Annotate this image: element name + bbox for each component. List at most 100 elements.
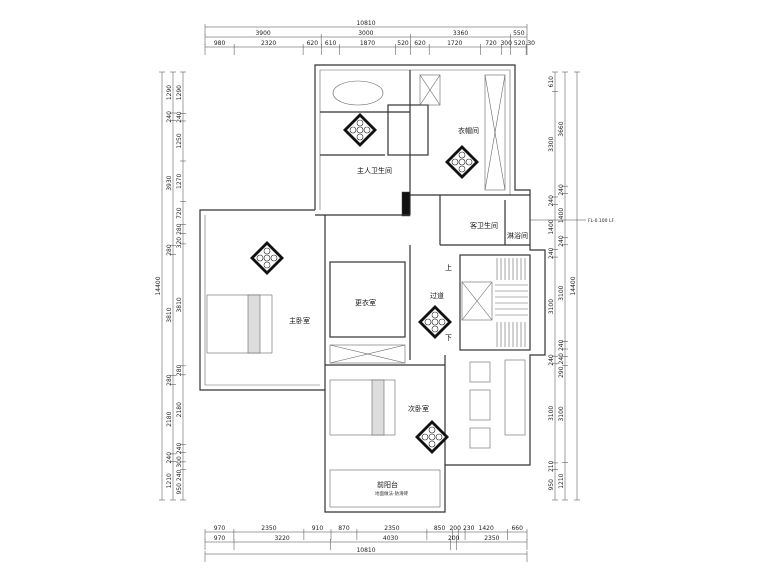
bottom-row2-value: 3220 xyxy=(274,535,289,542)
left-col2-value: 280 xyxy=(176,364,183,376)
top-row3-value: 30 xyxy=(527,40,535,47)
room-label-second-bedroom: 次卧室 xyxy=(408,404,429,413)
left-col1-value: 2180 xyxy=(166,411,173,426)
right-col2-value: 240 xyxy=(558,353,565,365)
right-col2-value: 1210 xyxy=(558,473,565,488)
stair-down-label: 下 xyxy=(445,334,452,342)
right-col2-value: 1400 xyxy=(558,208,565,223)
top-row2-value: 3000 xyxy=(358,30,373,37)
right-col1-value: 950 xyxy=(548,479,555,491)
right-col1-value: 3300 xyxy=(548,136,555,151)
elevation-mark: FL-0.100 LF xyxy=(588,218,614,224)
top-row3-value: 2320 xyxy=(261,40,276,47)
top-row3-value: 720 xyxy=(485,40,497,47)
room-label-master-bedroom: 主卧室 xyxy=(289,316,310,325)
light-fixtures xyxy=(250,113,479,454)
top-row3-value: 610 xyxy=(325,40,337,47)
stair-up-label: 上 xyxy=(445,263,452,272)
left-total-value: 14400 xyxy=(155,276,162,295)
bottom-row1-value: 230 xyxy=(463,525,475,532)
left-col1-value: 240 xyxy=(166,111,173,123)
dimension-lines: 10810 3900 3000 3360 550 980 2320 620 610 1870 520… xyxy=(155,20,580,562)
right-col2-value: 3100 xyxy=(558,406,565,421)
left-col1-value: 1210 xyxy=(166,473,173,488)
chandelier-icon xyxy=(415,420,449,454)
left-col2-value: 240 xyxy=(176,443,183,455)
right-col1-value: 240 xyxy=(548,247,555,259)
left-col2-value: 1290 xyxy=(176,85,183,100)
balcony-note: 地面做法-防滑砖 xyxy=(375,490,409,497)
top-row2-value: 550 xyxy=(513,30,525,37)
master-bed xyxy=(206,294,273,354)
room-label-shower: 淋浴间 xyxy=(507,231,528,240)
right-col2-value: 240 xyxy=(558,235,565,247)
top-row3-value: 520 xyxy=(397,40,409,47)
right-col1-value: 610 xyxy=(548,76,555,88)
bottom-row1-value: 850 xyxy=(434,525,446,532)
right-col1-value: 240 xyxy=(548,195,555,207)
left-col2-value: 1250 xyxy=(176,133,183,148)
top-row3-value: 620 xyxy=(307,40,319,47)
left-col1-value: 240 xyxy=(166,452,173,464)
room-label-closet: 衣帽间 xyxy=(458,126,479,135)
right-col2-value: 3660 xyxy=(558,121,565,136)
chandelier-icon xyxy=(250,241,284,275)
left-col1-value: 3930 xyxy=(166,175,173,190)
right-col2-value: 240 xyxy=(558,184,565,196)
room-label-front-balcony: 前阳台 xyxy=(377,480,398,489)
right-col1-value: 240 xyxy=(548,354,555,366)
left-col1-value: 3810 xyxy=(166,307,173,322)
room-label-corridor: 过道 xyxy=(430,291,444,300)
top-row2-value: 3360 xyxy=(453,30,468,37)
bottom-row2-value: 2350 xyxy=(484,535,499,542)
left-col2-value: 320 xyxy=(176,237,183,249)
left-col2-value: 2180 xyxy=(176,402,183,417)
room-label-dressing-room: 更衣室 xyxy=(355,298,376,307)
bottom-row1-value: 970 xyxy=(214,525,226,532)
chandelier-icon xyxy=(343,113,377,147)
left-col1-value: 1290 xyxy=(166,85,173,100)
top-row3-value: 300 xyxy=(500,40,512,47)
bottom-total-value: 10810 xyxy=(356,547,375,554)
staircase xyxy=(495,258,528,347)
bottom-row1-value: 870 xyxy=(338,525,350,532)
right-col2-value: 240 xyxy=(558,339,565,351)
bottom-row2-value: 970 xyxy=(214,535,226,542)
bottom-row1-value: 660 xyxy=(511,525,523,532)
bottom-row1-value: 200 xyxy=(449,525,461,532)
second-bed xyxy=(329,379,396,436)
right-col1-value: 210 xyxy=(548,460,555,472)
bottom-row2-value: 200 xyxy=(448,535,460,542)
bottom-row1-value: 1420 xyxy=(479,525,494,532)
left-col2-value: 3810 xyxy=(176,297,183,312)
top-row3-value: 1870 xyxy=(360,40,375,47)
left-col2-value: 280 xyxy=(176,223,183,235)
room-label-guest-bath: 客卫生间 xyxy=(470,221,498,230)
top-total-value: 10810 xyxy=(356,20,375,27)
left-col2-value: 240 xyxy=(176,111,183,123)
right-col2-value: 290 xyxy=(558,366,565,378)
walls xyxy=(199,64,546,513)
left-col2-value: 1270 xyxy=(176,174,183,189)
bottom-row1-value: 2350 xyxy=(384,525,399,532)
left-col2-value: 720 xyxy=(176,207,183,219)
top-row2-value: 3900 xyxy=(255,30,270,37)
chandelier-icon xyxy=(445,145,479,179)
left-col1-value: 280 xyxy=(166,244,173,256)
right-total-value: 14400 xyxy=(570,276,577,295)
chandelier-icon xyxy=(418,305,452,339)
room-label-master-bath: 主人卫生间 xyxy=(357,166,392,175)
top-row3-value: 520 xyxy=(514,40,526,47)
left-col2-value: 300 xyxy=(176,456,183,468)
right-col1-value: 3100 xyxy=(548,299,555,314)
left-col2-value: 950 xyxy=(176,483,183,495)
right-col2-value: 3100 xyxy=(558,285,565,300)
bottom-row1-value: 2350 xyxy=(261,525,276,532)
bottom-row1-value: 910 xyxy=(312,525,324,532)
top-row3-value: 1720 xyxy=(447,40,462,47)
top-row3-value: 980 xyxy=(214,40,226,47)
right-col1-value: 3100 xyxy=(548,406,555,421)
right-col1-value: 1400 xyxy=(548,219,555,234)
bottom-row2-value: 4030 xyxy=(383,535,398,542)
left-col1-value: 280 xyxy=(166,374,173,386)
